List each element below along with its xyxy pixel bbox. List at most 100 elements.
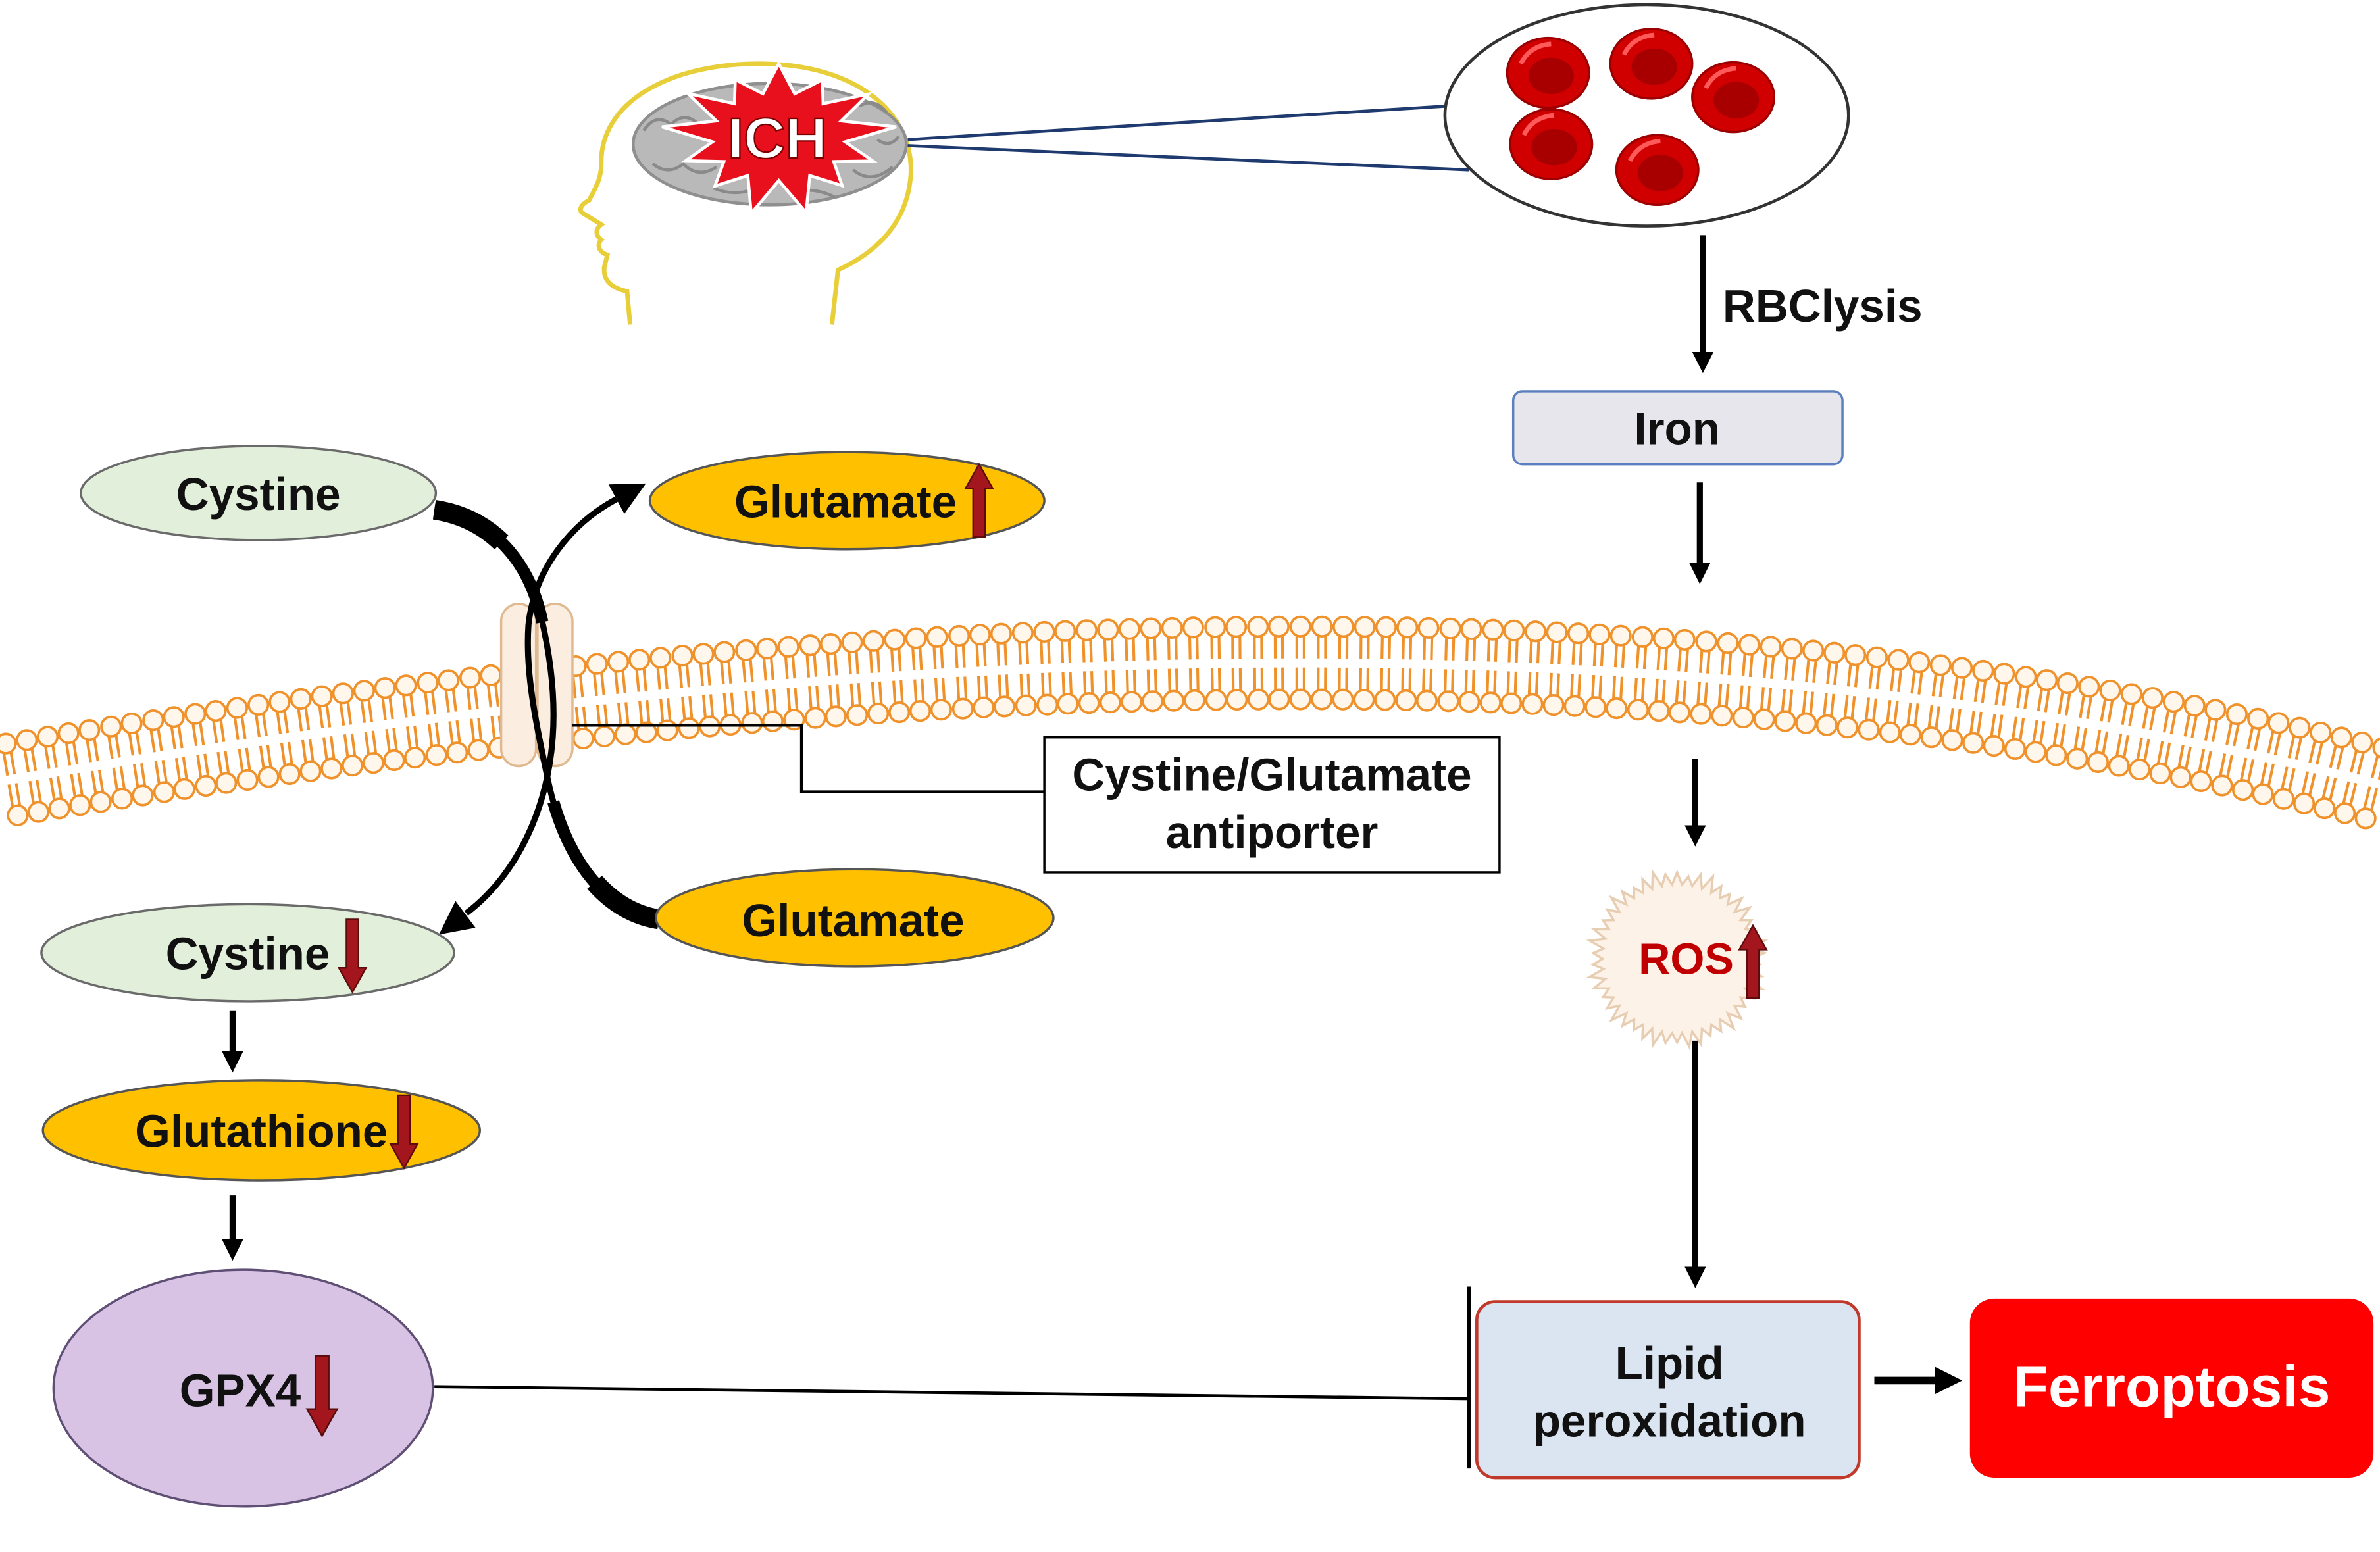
lipid-head-inner [1205, 689, 1227, 711]
lipid-head-outer [1118, 618, 1141, 640]
arrow-head [222, 1239, 243, 1261]
lipid-head-outer [2036, 669, 2058, 691]
lipid-head-outer [777, 636, 799, 658]
lipid-head-inner [1858, 718, 1880, 741]
lipid-head-outer [163, 706, 185, 728]
lipid-head-outer [1993, 663, 2015, 685]
lipid-head-outer [649, 647, 672, 669]
antiporter-label-box [1043, 736, 1501, 874]
lipid-head-outer [1396, 616, 1419, 639]
lipid-head-outer [1354, 616, 1376, 638]
lipid-head-inner [153, 781, 176, 803]
lipid-head-outer [417, 672, 439, 694]
lipid-head-inner [1332, 688, 1354, 711]
lipid-head-outer [735, 639, 757, 661]
lipid-head-outer [1054, 620, 1076, 642]
lipid-head-outer [1631, 626, 1654, 648]
lipid-head-outer [1204, 616, 1227, 638]
lipid-head-outer [713, 641, 736, 663]
lipid-head-inner [930, 699, 952, 721]
lipid-head-outer [607, 651, 630, 673]
arrow-head [1684, 825, 1706, 847]
lipid-head-outer [2120, 683, 2142, 705]
antiporter-label-line2: antiporter [1166, 807, 1379, 858]
lipid-head-outer [2289, 716, 2311, 739]
lipid-head-inner [195, 774, 217, 797]
lipid-head-inner [257, 766, 280, 788]
ich-starburst [661, 60, 897, 217]
lipid-head-outer [2330, 726, 2352, 749]
lipid-head-inner [2045, 744, 2067, 766]
lipid-head-outer [969, 624, 991, 646]
lipid-head-outer [57, 722, 80, 745]
rbc-highlight [1521, 113, 1555, 136]
red-blood-cell [1509, 108, 1594, 180]
lipid-head-outer [2310, 721, 2332, 744]
lipid-head-inner [1920, 726, 1942, 749]
lipid-head-outer [2225, 703, 2248, 726]
rbc-center [1713, 82, 1760, 118]
lipid-head-inner [1415, 689, 1438, 712]
lipid-head-inner [572, 727, 594, 750]
lipid-head-outer [1375, 616, 1398, 638]
lipid-head-inner [656, 719, 678, 741]
lipid-head-outer [2015, 666, 2037, 688]
arrow-membrane-to-ros [1684, 758, 1706, 847]
lipid-head-inner [173, 778, 195, 800]
lipid-head-outer [1482, 618, 1504, 641]
lipid-head-inner [1311, 688, 1333, 711]
arrow-head [222, 1051, 243, 1073]
lipid-head-inner [1268, 688, 1290, 711]
lipid-head-inner [425, 744, 447, 766]
lipid-head-inner [7, 804, 29, 826]
lipid-head-outer [1311, 615, 1333, 638]
lipid-head-outer [2372, 737, 2380, 759]
lipid-head-outer [905, 627, 927, 649]
lipid-head-outer [1865, 646, 1888, 668]
lipid-head-outer [1717, 632, 1739, 655]
lipid-head-inner [1500, 692, 1523, 714]
lipid-head-inner [1584, 696, 1607, 718]
lipid-head-inner [1879, 721, 1901, 743]
rbc-center [1631, 48, 1677, 86]
rbc-highlight [1519, 41, 1552, 65]
lipid-head-outer [1524, 620, 1547, 643]
lipid-head-inner [1542, 693, 1565, 716]
lipid-head-outer [841, 631, 863, 653]
lipid-peroxidation-box [1475, 1300, 1861, 1480]
lipid-head-outer [184, 703, 207, 725]
lipid-head-outer [1546, 621, 1568, 643]
lipid-head-outer [1503, 619, 1525, 641]
rbc-center [1531, 129, 1577, 166]
antiporter-label-line1: Cystine/Glutamate [1072, 749, 1471, 800]
arrow-head [608, 483, 646, 514]
lipid-head-outer [1844, 644, 1867, 666]
rbc-center [1528, 57, 1574, 94]
ros-label: ROS [1638, 934, 1734, 984]
lipid-head-inner [2169, 766, 2192, 788]
lipid-head-inner [1836, 716, 1859, 739]
lipid-head-inner [48, 797, 70, 820]
lipid-head-inner [1099, 691, 1122, 714]
lipid-head-outer [395, 674, 417, 697]
lipid-head-inner [1563, 695, 1586, 717]
lipid-peroxidation-label-line1: Lipid [1615, 1338, 1724, 1389]
antiporter-callout-line [572, 723, 1045, 794]
lipid-head-inner [467, 739, 490, 761]
ich-label: ICH [728, 106, 827, 170]
lipid-head-outer [1908, 651, 1931, 674]
rbclysis-label: RBClysis [1723, 280, 1923, 332]
lipid-head-inner [1247, 688, 1270, 711]
lipid-head-inner [2252, 783, 2274, 805]
lipid-head-outer [1823, 641, 1846, 664]
iron-label: Iron [1634, 403, 1720, 455]
lipid-head-inner [1521, 693, 1544, 715]
lipid-head-outer [2078, 676, 2100, 698]
lipid-head-outer [2267, 712, 2290, 734]
lipid-head-outer [205, 699, 227, 722]
cystine-import-arrow [432, 499, 564, 935]
rbc-highlight [1621, 32, 1655, 56]
lipid-head-outer [142, 709, 165, 732]
lipid-head-inner [1732, 706, 1754, 729]
lipid-head-inner [215, 772, 238, 794]
